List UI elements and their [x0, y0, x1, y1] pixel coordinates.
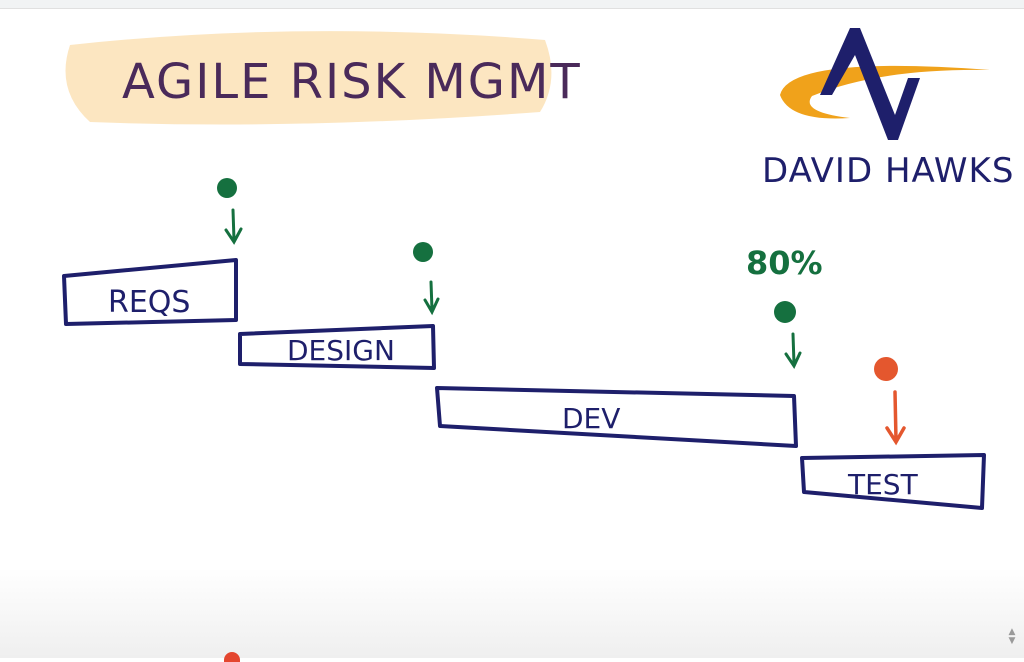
browser-top-bar — [0, 0, 1024, 9]
marker-design — [413, 242, 440, 316]
phase-label-test: TEST — [847, 468, 919, 501]
logo-name: DAVID HAWKS — [762, 151, 1014, 191]
down-arrow-icon — [885, 390, 906, 446]
logo-av-mark — [820, 28, 920, 140]
title-highlight — [65, 31, 552, 125]
board-title: AGILE RISK MGMT — [122, 54, 582, 110]
down-arrow-icon — [423, 280, 440, 316]
marker-test — [874, 357, 906, 446]
marker-dev — [774, 301, 802, 370]
phase-label-reqs: REQS — [108, 285, 190, 320]
down-arrow-icon — [784, 332, 802, 370]
marker-dot — [874, 357, 898, 381]
scroll-arrows-icon[interactable]: ▲▼ — [1008, 627, 1016, 646]
down-arrow-icon — [224, 208, 243, 245]
phase-label-design: DESIGN — [287, 334, 395, 367]
phase-label-dev: DEV — [562, 402, 620, 435]
phase-dev: DEV — [435, 386, 798, 448]
progress-annotation: 80% — [746, 244, 823, 282]
marker-dot — [413, 242, 433, 262]
marker-dot — [217, 178, 237, 198]
red-marker-partial — [224, 652, 240, 662]
phase-test: TEST — [800, 453, 986, 510]
phase-design: DESIGN — [238, 324, 436, 370]
david-hawks-logo: DAVID HAWKS — [762, 28, 1014, 191]
marker-reqs — [217, 178, 243, 245]
phase-reqs: REQS — [62, 258, 238, 326]
marker-dot — [774, 301, 796, 323]
